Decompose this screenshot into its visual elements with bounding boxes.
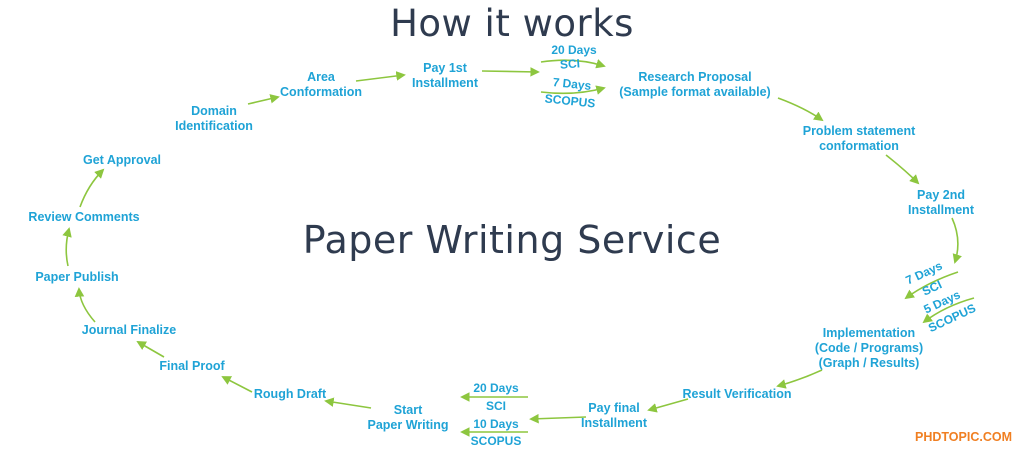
step-research-proposal: Research Proposal(Sample format availabl… [619,70,771,99]
page-heading: How it works [390,2,634,45]
duration-top-sci-label: SCI [559,56,581,72]
brand-watermark[interactable]: PHDTOPIC.COM [915,430,1012,444]
arrow-pay1-to-sci [481,67,540,77]
arrow-payfinal-to-duration [529,413,587,424]
step-final-proof: Final Proof [159,359,225,373]
arrow-verification-to-payfinal [647,398,689,413]
arrow-journal-to-publish [74,287,96,323]
arrow-rough-to-proof [221,376,253,393]
arrow-sci-to-impl [904,271,959,300]
step-journal-finalize: Journal Finalize [81,323,177,337]
arrow-impl-to-verification [776,369,823,389]
duration-top-sci-days: 20 Days [551,43,597,57]
arrow-proof-to-journal [136,341,165,358]
arrow-review-to-approval [79,168,105,208]
arrow-sci-to-proposal [540,59,606,69]
duration-bottom-sci-label: SCI [485,399,507,413]
arrow-pay2-to-sci [951,217,962,264]
arrow-area-to-pay1 [355,71,406,82]
center-title: Paper Writing Service [302,218,722,262]
step-result-verification: Result Verification [682,387,792,401]
step-get-approval: Get Approval [82,153,162,167]
arrow-scopus-to-impl [922,297,975,324]
arrow-start-to-rough [324,397,372,409]
arrow-scopus-to-proposal [540,85,606,95]
step-review-comments: Review Comments [28,210,140,224]
duration-bottom-scopus-days: 10 Days [473,417,519,431]
step-implementation: Implementation(Code / Programs)(Graph / … [814,326,924,370]
duration-bottom-sci-days: 20 Days [473,381,519,395]
arrow-proposal-to-problem [777,97,824,122]
arrow-domain-to-area [247,94,280,105]
duration-bottom-scopus-label: SCOPUS [470,434,522,448]
step-paper-publish: Paper Publish [35,270,119,284]
arrow-problem-to-pay2 [885,154,920,185]
arrow-publish-to-review [62,227,72,267]
step-rough-draft: Rough Draft [253,387,327,401]
